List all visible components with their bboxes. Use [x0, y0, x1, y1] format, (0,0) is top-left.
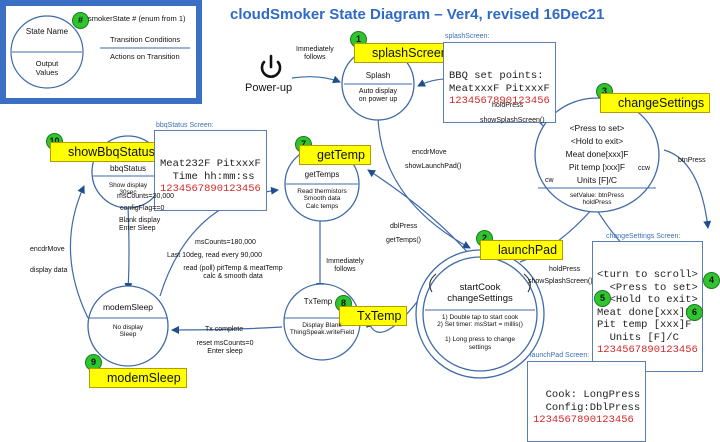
arrow-txtemp-to-sleep	[171, 325, 283, 334]
state-body-modemsleep: No display Sleep	[112, 324, 144, 339]
changesettings-footer: setValue: btnPress holdPress	[569, 192, 625, 207]
modemsleep-state-circle	[87, 285, 169, 367]
legend-actions-on-transition: Actions on Transition	[110, 52, 180, 61]
screen-badge-4: 4	[703, 272, 720, 289]
screen-label-splash: splashScreen:	[445, 33, 490, 40]
legend-graphics	[10, 15, 190, 89]
transition-show-splash-2: showSplashScreen()	[528, 278, 593, 285]
arrow-sleep-to-bbq	[69, 185, 89, 319]
state-label-changesettings: changeSettings	[600, 93, 711, 113]
transition-blank-display: Blank display Enter Sleep	[119, 217, 161, 233]
state-label-modemsleep: modemSleep	[89, 368, 187, 388]
transition-encdr-move: encdrMove	[412, 149, 447, 156]
transition-reset-ms: reset msCounts=0 Enter sleep	[196, 340, 254, 356]
transition-show-launchpad: showLaunchPad()	[405, 163, 462, 170]
transition-hold-press: holdPress	[492, 102, 524, 109]
screen-changesettings: <turn to scroll> <Press to set> <Hold to…	[592, 241, 703, 372]
changesettings-ccw: ccw	[638, 165, 651, 172]
state-label-txtemp: TxTemp	[339, 306, 408, 326]
screen-label-changesettings: changeSettings Screen:	[606, 233, 681, 240]
transition-encdr-move-2: encdrMove	[30, 246, 65, 253]
changesettings-cw: cw	[545, 177, 554, 184]
transition-read-poll: read (poll) pitTemp & meatTemp calc & sm…	[183, 265, 283, 281]
transition-ms-counts-30000: msCounts=30,000	[117, 193, 175, 200]
diagram-canvas	[69, 47, 712, 379]
screen-badge-6: 6	[686, 304, 703, 321]
transition-display-data: display data	[30, 267, 68, 274]
changesettings-line-5: Units [F]/C	[576, 175, 618, 185]
transition-immediately-follows-1: Immediately follows	[296, 46, 334, 62]
arrow-splash-to-launchpad	[377, 117, 471, 249]
changesettings-line-1: <Press to set>	[569, 123, 625, 133]
state-body-bbq: Show display 30sec	[108, 182, 148, 197]
screen-label-bbq: bbqStatus Screen:	[156, 122, 214, 129]
state-body-gettemp: Read thermistors Smooth data Calc temps	[297, 188, 347, 210]
changesettings-line-3: Meat done[xxx]F	[565, 149, 629, 159]
state-number-modemsleep: 9	[85, 354, 102, 371]
diagram-title: cloudSmoker State Diagram – Ver4, revise…	[230, 6, 605, 23]
state-name-gettemp: getTemps	[304, 170, 340, 179]
transition-config-flag: configFlag==0	[120, 205, 165, 212]
state-name-bbq: bbqStatus	[109, 164, 147, 173]
transition-dbl-press: dblPress	[390, 223, 418, 230]
arrow-bbq-to-sleep	[124, 205, 133, 291]
state-name-modemsleep: modemSleep	[102, 302, 154, 312]
legend-output-values: Output Values	[35, 59, 59, 77]
power-up-label: Power-up	[245, 82, 293, 94]
state-name-launchpad: startCook changeSettings	[447, 282, 513, 304]
state-label-launchpad: launchPad	[480, 240, 564, 260]
state-label-splash: splashScreen	[354, 43, 454, 63]
screen-label-launchpad: launchPad Screen:	[530, 352, 590, 359]
state-body-launchpad: 1) Double tap to start cook 2) Set timer…	[437, 314, 523, 351]
state-name-splash: Splash	[365, 71, 391, 80]
arrow-power-to-splash	[291, 75, 341, 84]
arrow-settings-to-screen	[663, 149, 712, 229]
legend-state-label: smokerState # (enum from 1)	[88, 14, 186, 23]
legend-state-name: State Name	[25, 27, 69, 36]
transition-btn-press: btnPress	[678, 157, 706, 164]
state-label-gettemp: getTemp	[299, 145, 371, 165]
transition-tx-complete: Tx complete	[205, 326, 244, 333]
legend-transition-conditions: Transition Conditions	[110, 35, 181, 44]
state-body-txtemp: Display Blank ThingSpeak.writeField	[289, 322, 355, 337]
power-icon	[260, 54, 282, 78]
changesettings-line-4: Pit temp [xxx]F	[568, 162, 626, 172]
changesettings-line-2: <Hold to exit>	[570, 136, 624, 146]
transition-get-temps-call: getTemps()	[386, 237, 422, 244]
transition-hold-press-2: holdPress	[549, 266, 581, 273]
transition-ms-counts-180000: msCounts=180,000	[195, 239, 256, 246]
state-body-splash: Auto display on power up	[358, 88, 398, 104]
screen-badge-5: 5	[594, 290, 611, 307]
transition-show-splash: showSplashScreen()	[480, 117, 545, 124]
state-label-bbq: showBbqStatus	[50, 142, 161, 162]
legend-badge: #	[72, 12, 89, 29]
changesettings-state-circle	[534, 97, 660, 213]
transition-immediately-follows-2: Immediately follows	[326, 258, 364, 274]
transition-last-10deg: Last 10deg, read every 90,000	[167, 252, 262, 259]
arrow-launchpad-to-gettemp	[367, 169, 471, 256]
state-name-txtemp: TxTemp	[303, 297, 333, 306]
